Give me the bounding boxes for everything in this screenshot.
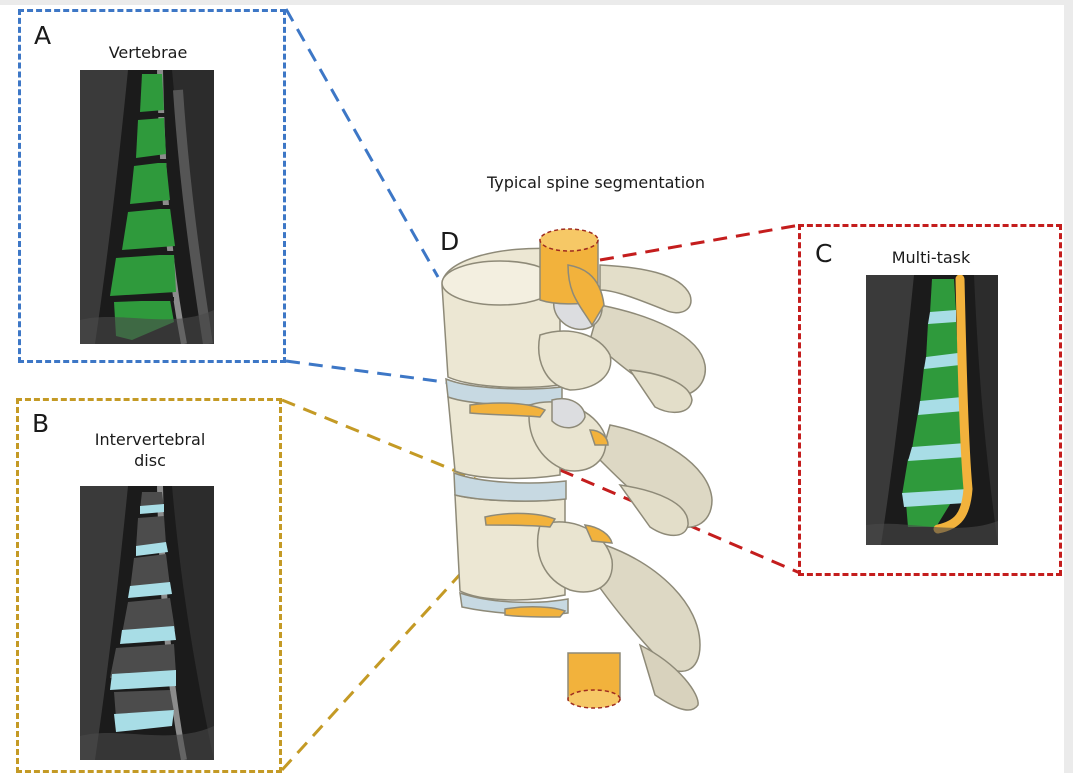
panel-a-mri-vertebrae [80, 70, 214, 344]
multitask-disc-masks [902, 310, 968, 507]
figure-canvas: A Vertebrae B Intervertebral disc [0, 5, 1064, 773]
connector-a-top [284, 8, 440, 278]
panel-c-mri-multitask [866, 275, 998, 545]
panel-b-frame [16, 398, 282, 773]
connector-c-bottom [517, 450, 801, 575]
lumbar-spine-model [441, 228, 713, 711]
connector-c-top [599, 223, 801, 262]
panel-c-letter: C [815, 239, 833, 268]
panel-a-caption: Vertebrae [108, 43, 188, 62]
panel-a-letter: A [34, 21, 52, 50]
panel-b-caption-line2: disc [134, 451, 166, 470]
spine-illustration [280, 8, 801, 772]
panel-b-mri-disc [80, 486, 214, 760]
panel-d-letter: D [440, 227, 460, 256]
panel-c-caption: Multi-task [891, 248, 971, 267]
panel-b-caption-line1: Intervertebral [94, 430, 206, 449]
disc-masks [110, 504, 176, 732]
figure-title: Typical spine segmentation [486, 173, 706, 192]
panel-a-frame [18, 9, 286, 363]
multitask-canal-mask [933, 275, 973, 534]
panel-c-frame [798, 224, 1062, 576]
panel-b-letter: B [32, 409, 50, 438]
connector-a-bottom [285, 359, 453, 385]
